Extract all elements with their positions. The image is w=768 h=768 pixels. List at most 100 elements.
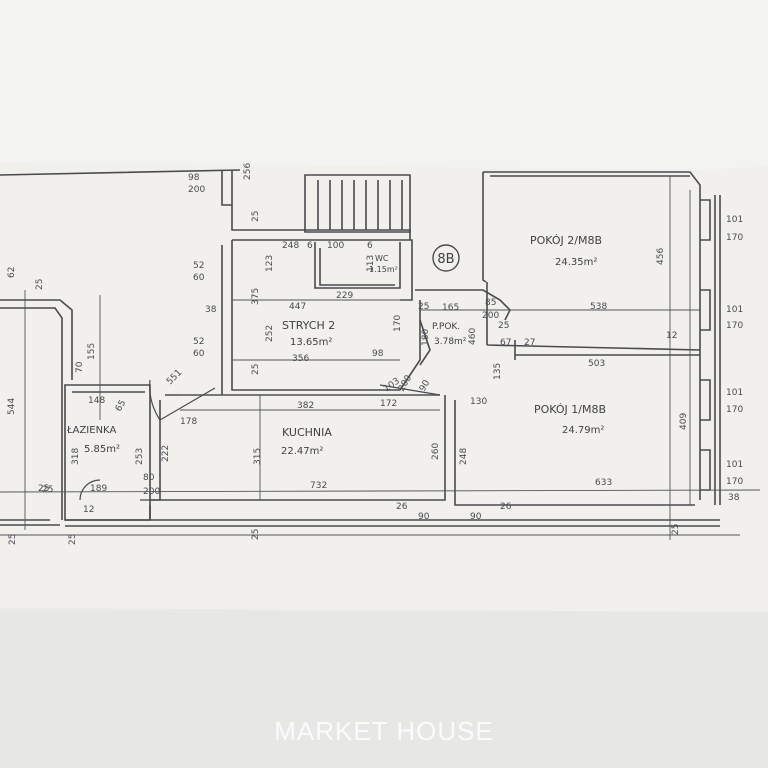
room-area-wc: 1.15m² [369,265,398,274]
dimension-label: 170 [726,233,743,243]
room-name-pokoj1: POKÓJ 1/M8B [534,403,606,416]
dimension-label: 100 [327,241,344,251]
dimension-label: 38 [728,493,740,503]
dimension-label: 180 [421,329,431,346]
dimension-label: 25 [8,534,18,545]
dimension-label: 253 [135,448,145,465]
dimension-label: 356 [292,354,309,364]
dimension-label: 172 [380,399,397,409]
dimension-label: 26 [396,502,408,512]
dimension-label: 12 [666,331,677,341]
stairs [304,174,411,233]
dimension-label: 98 [188,173,200,183]
dimension-label: 170 [393,315,403,332]
dimension-label: 248 [459,448,469,465]
dimension-label: 456 [656,248,666,265]
room-area-pokoj2: 24.35m² [555,257,597,268]
dimension-label: 113 [366,255,376,272]
dimension-label: 25 [418,302,429,312]
dimension-label: 200 [482,311,499,321]
lower-paper [0,612,768,768]
dimension-label: 538 [590,302,607,312]
room-name-lazienka: ŁAZIENKA [66,425,116,436]
dimension-label: 503 [588,359,605,369]
dimension-label: 155 [87,343,97,360]
dimension-label: 229 [336,291,353,301]
dimension-label: 90 [418,512,430,522]
dimension-label: 25 [38,484,49,494]
dimension-label: 200 [188,185,205,195]
dimension-label: 25 [68,534,78,545]
dimension-label: 90 [470,512,482,522]
dimension-label: 544 [7,398,17,415]
dimension-label: 101 [726,460,743,470]
dimension-label: 25 [251,529,261,540]
dimension-label: 38 [205,305,217,315]
dimension-label: 123 [265,255,275,272]
dimension-label: 200 [143,487,160,497]
dimension-label: 101 [726,215,743,225]
dimension-label: 67 [500,338,511,348]
room-labels: POKÓJ 2/M8B 24.35m² POKÓJ 1/M8B 24.79m² … [66,234,606,457]
dimension-label: 170 [726,477,743,487]
door-swings [79,379,441,501]
room-name-ppok: P.POK. [432,322,460,332]
dimension-label: 25 [35,279,45,290]
dimension-label: 25 [671,524,681,535]
dimension-label: 732 [310,481,327,491]
dimension-label: 318 [71,448,81,465]
dimension-label: 6 [307,241,313,251]
dimension-label: 52 [193,337,204,347]
dimension-label: 409 [679,413,689,430]
dimension-label: 6 [367,241,373,251]
room-area-kuchnia: 22.47m² [281,446,323,457]
dimension-label: 633 [595,478,612,488]
dimension-label: 170 [726,405,743,415]
dimension-label: 101 [726,305,743,315]
dimension-label: 252 [265,325,275,342]
dimension-label: 60 [193,349,205,359]
dimension-label: 25 [251,211,261,222]
dimension-label: 101 [726,388,743,398]
dimension-label: 382 [297,401,314,411]
room-area-pokoj1: 24.79m² [562,425,604,436]
dimension-label: 178 [180,417,197,427]
unit-badge-circle [432,244,460,272]
dimension-lines [0,176,761,540]
dimension-label: 52 [193,261,204,271]
dimension-label: 460 [468,328,478,345]
dimension-label: 62 [7,267,17,278]
dimension-label: 375 [251,288,261,305]
dimension-label: 25 [42,485,53,495]
dimension-label: 165 [442,303,459,313]
dimension-label: 65 [114,399,128,414]
watermark-market-house: MARKET HOUSE [274,716,494,746]
back-paper [0,0,768,180]
room-name-strych: STRYCH 2 [282,319,335,332]
dimension-label: 170 [726,321,743,331]
dimension-label: 315 [253,448,263,465]
dimension-label: 85 [485,298,496,308]
dimension-label: 248 [282,241,299,251]
dimension-label: 98 [372,349,384,359]
dimension-label: 25 [498,321,509,331]
dimension-label: 60 [193,273,205,283]
room-area-ppok: 3.78m² [434,337,467,347]
room-area-lazienka: 5.85m² [84,444,120,455]
dimension-label: 148 [88,396,105,406]
dimension-label: 12 [83,505,94,515]
dimension-label: 222 [161,445,171,462]
room-area-strych: 13.65m² [290,337,332,348]
dimension-label: 80 [143,473,155,483]
dimension-label: 189 [90,484,107,494]
room-name-pokoj2: POKÓJ 2/M8B [530,234,602,247]
dimension-label: 25 [251,364,261,375]
unit-badge: 8B [437,252,454,267]
dimension-label: 130 [470,397,487,407]
dimension-label: 256 [243,163,253,180]
dimension-label: 27 [524,338,535,348]
dimension-label: 447 [289,302,306,312]
dimension-label: 260 [431,443,441,460]
room-name-kuchnia: KUCHNIA [282,426,332,439]
